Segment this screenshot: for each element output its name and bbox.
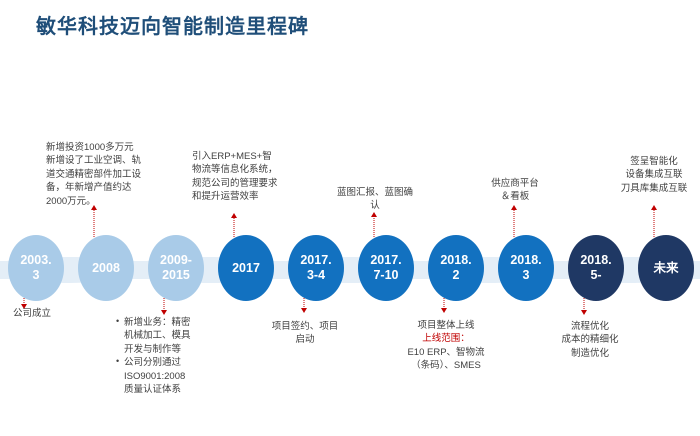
node-label-line: 2018. <box>580 253 612 268</box>
node-label-line: 3 <box>32 268 40 282</box>
note-text: 引入ERP+MES+智物流等信息化系统，规范公司的管理要求和提升运营效率 <box>192 151 278 203</box>
timeline-node-future[interactable]: 未来 <box>638 235 694 301</box>
note-blueprint: 蓝图汇报、蓝图确认 <box>336 186 414 213</box>
timeline-node-2017-7-10[interactable]: 2017.7-10 <box>358 235 414 301</box>
note-bullet-item: 新增业务：精密机械加工、模具开发与制作等 <box>116 315 192 356</box>
node-label-line: 2018. <box>440 253 472 268</box>
timeline-node-2009-2015[interactable]: 2009-2015 <box>148 235 204 301</box>
node-label-line: 2017. <box>370 253 402 268</box>
note-investment: 新增投资1000多万元新增设了工业空调、轨道交通精密部件加工设备，年新增产值约达… <box>46 141 142 208</box>
node-label-line: 2017 <box>232 260 260 275</box>
note-text: 新增投资1000多万元新增设了工业空调、轨道交通精密部件加工设备，年新增产值约达… <box>46 142 142 207</box>
note-company-founded: 公司成立 <box>2 307 62 320</box>
timeline-node-2017[interactable]: 2017 <box>218 235 274 301</box>
note-project-sign: 项目签约、项目启动 <box>268 320 342 347</box>
note-optimization: 流程优化 成本的精细化 制造优化 <box>548 320 632 360</box>
note-text: 设备集成互联 <box>625 169 683 181</box>
note-future-plan: 签呈智能化 设备集成互联 刀具库集成互联 <box>608 155 700 195</box>
note-text: 公司成立 <box>12 308 51 319</box>
note-text: 成本的精细化 <box>561 334 619 346</box>
timeline-node-2018-3[interactable]: 2018.3 <box>498 235 554 301</box>
note-text: 刀具库集成互联 <box>620 182 688 194</box>
node-label-line: 2009- <box>160 253 192 268</box>
timeline-node-2003-3[interactable]: 2003.3 <box>8 235 64 301</box>
note-supplier-platform: 供应商平台 ＆看板 <box>476 177 554 204</box>
timeline-nodes: 2003.3 2008 2009-2015 2017 2017.3-4 2017… <box>0 235 700 307</box>
node-label-line: 2003. <box>20 253 52 268</box>
node-label-line: 3-4 <box>306 268 326 282</box>
note-text: 签呈智能化 <box>630 156 678 167</box>
note-erp-intro: 引入ERP+MES+智物流等信息化系统，规范公司的管理要求和提升运营效率 <box>192 150 280 204</box>
node-label-line: 3 <box>522 268 530 282</box>
note-text: ＆看板 <box>500 191 530 203</box>
node-label-line: 2017. <box>300 253 332 268</box>
timeline-node-2018-5[interactable]: 2018.5- <box>568 235 624 301</box>
note-text: 供应商平台 <box>491 178 539 189</box>
note-new-business: 新增业务：精密机械加工、模具开发与制作等 公司分别通过ISO9001:2008质… <box>116 315 192 397</box>
node-label-line: 2008 <box>92 260 120 275</box>
node-label-line: 未来 <box>653 260 679 275</box>
note-text: 项目整体上线 <box>417 320 475 331</box>
note-highlight-text: 上线范围： <box>422 333 470 345</box>
timeline-node-2017-3-4[interactable]: 2017.3-4 <box>288 235 344 301</box>
note-text: 流程优化 <box>570 321 609 332</box>
note-text: 制造优化 <box>570 347 609 359</box>
timeline-node-2008[interactable]: 2008 <box>78 235 134 301</box>
page-title: 敏华科技迈向智能制造里程碑 <box>36 16 309 38</box>
note-text: E10 ERP、智物流（条码）、SMES <box>407 346 485 372</box>
note-text: 新增业务：精密机械加工、模具开发与制作等 <box>124 317 191 355</box>
node-label-line: 2018. <box>510 253 542 268</box>
node-label-line: 2015 <box>162 268 190 282</box>
timeline-node-2018-2[interactable]: 2018.2 <box>428 235 484 301</box>
note-text: 项目签约、项目启动 <box>271 321 339 346</box>
node-label-line: 5- <box>590 268 602 282</box>
node-label-line: 2 <box>452 268 460 282</box>
note-golive: 项目整体上线 上线范围： E10 ERP、智物流（条码）、SMES <box>404 319 488 373</box>
note-text: 蓝图汇报、蓝图确认 <box>336 187 413 212</box>
note-text: 公司分别通过ISO9001:2008质量认证体系 <box>124 357 186 396</box>
note-bullet-item: 公司分别通过ISO9001:2008质量认证体系 <box>116 355 192 396</box>
node-label-line: 7-10 <box>373 268 399 282</box>
